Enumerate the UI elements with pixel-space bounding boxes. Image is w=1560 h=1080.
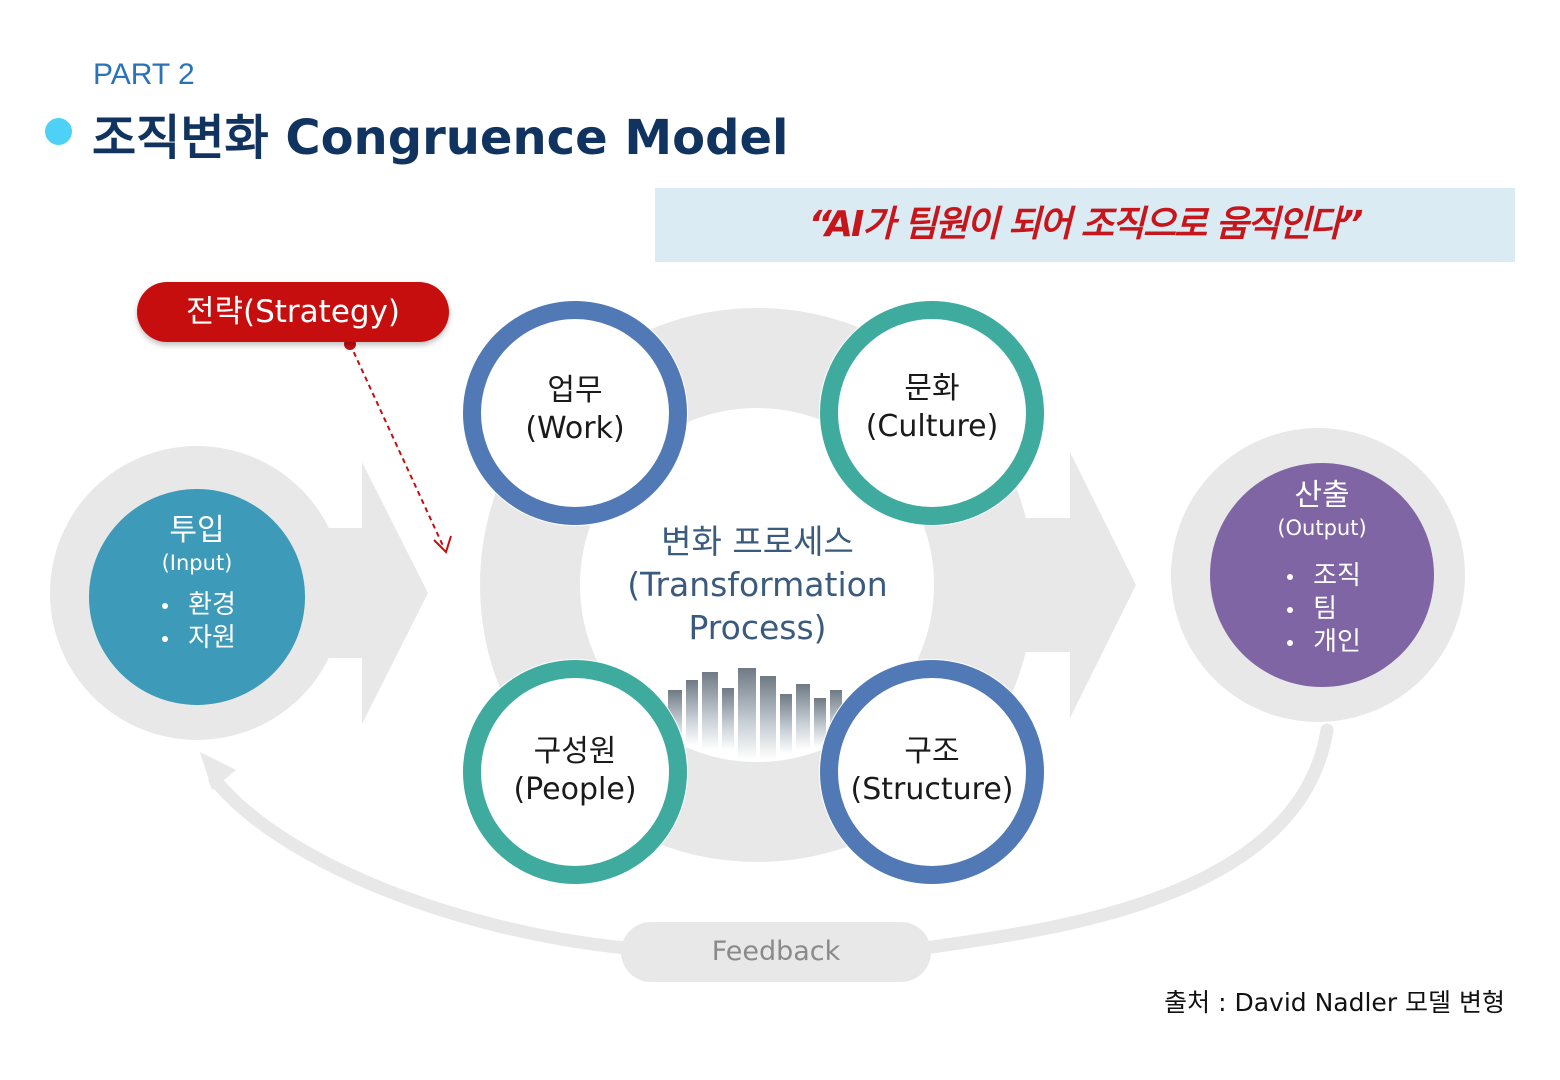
list-item: 개인 xyxy=(1283,626,1361,659)
source-note: 출처 : David Nadler 모델 변형 xyxy=(1150,983,1505,1019)
input-list: 환경 자원 xyxy=(158,589,236,655)
process-label: 변화 프로세스 (Transformation Process) xyxy=(600,520,915,649)
work-sub: (Work) xyxy=(475,410,675,448)
people-sub: (People) xyxy=(475,771,675,809)
culture-name: 문화 xyxy=(832,370,1032,408)
feedback-badge: Feedback xyxy=(621,922,931,982)
list-item: 팀 xyxy=(1283,593,1361,626)
structure-sub: (Structure) xyxy=(832,771,1032,809)
structure-name: 구조 xyxy=(832,733,1032,771)
process-line-3: Process) xyxy=(600,606,915,649)
people-name: 구성원 xyxy=(475,733,675,771)
list-item: 자원 xyxy=(158,622,236,655)
output-list: 조직 팀 개인 xyxy=(1283,560,1361,659)
process-line-1: 변화 프로세스 xyxy=(600,520,915,563)
feedback-arrowhead-icon xyxy=(200,752,236,790)
work-label: 업무 (Work) xyxy=(475,372,675,448)
output-content: 산출 (Output) 조직 팀 개인 xyxy=(1222,478,1422,659)
input-arrow-icon xyxy=(300,462,428,724)
people-label: 구성원 (People) xyxy=(475,733,675,809)
list-item: 조직 xyxy=(1283,560,1361,593)
buildings-icon xyxy=(668,668,842,760)
structure-label: 구조 (Structure) xyxy=(832,733,1032,809)
culture-sub: (Culture) xyxy=(832,408,1032,446)
input-subtitle: (Input) xyxy=(97,549,297,577)
list-item: 환경 xyxy=(158,589,236,622)
input-title: 투입 xyxy=(97,513,297,549)
output-subtitle: (Output) xyxy=(1222,514,1422,542)
output-title: 산출 xyxy=(1222,478,1422,514)
process-line-2: (Transformation xyxy=(600,563,915,606)
input-content: 투입 (Input) 환경 자원 xyxy=(97,513,297,655)
strategy-badge: 전략(Strategy) xyxy=(137,282,449,342)
culture-label: 문화 (Culture) xyxy=(832,370,1032,446)
work-name: 업무 xyxy=(475,372,675,410)
